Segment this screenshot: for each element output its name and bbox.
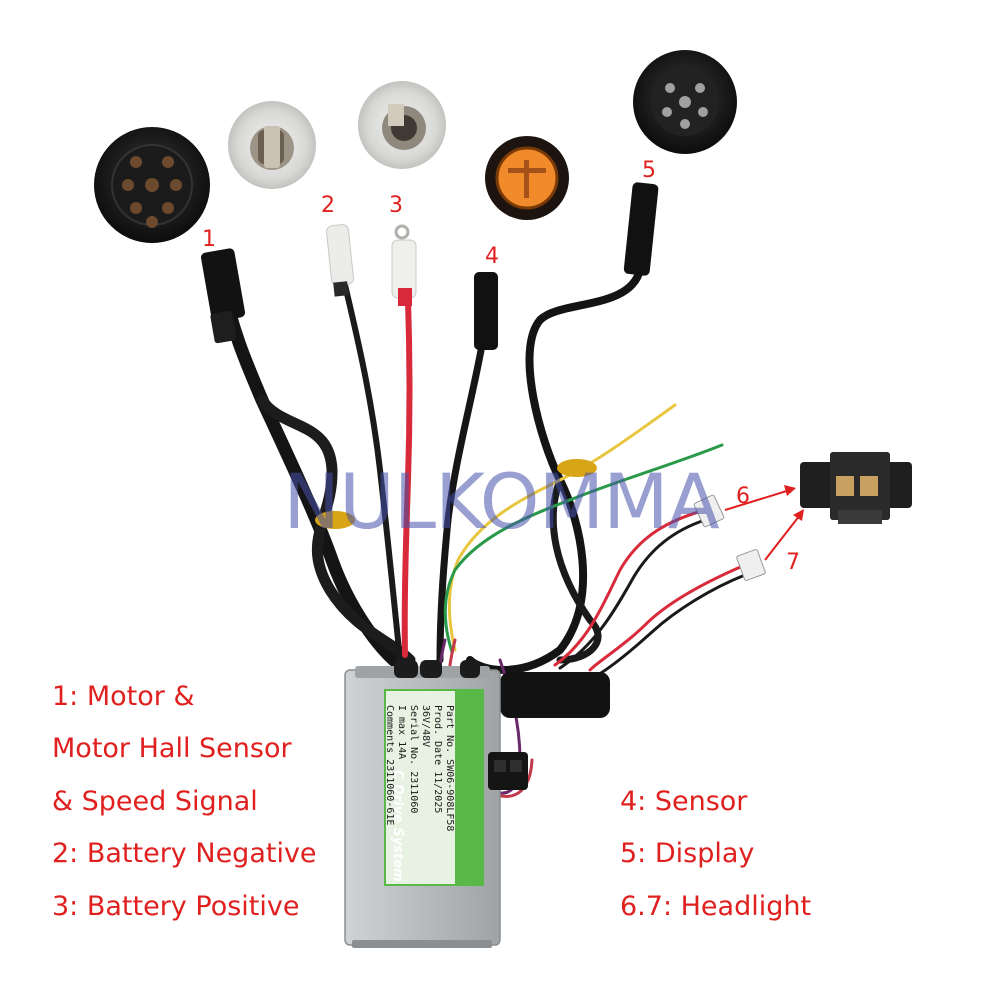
legend-battery-positive: 3: Battery Positive (52, 891, 300, 922)
cables (215, 266, 747, 798)
yellow-wire (447, 403, 677, 652)
callout-2: 2 (321, 193, 335, 218)
controller-box (344, 660, 501, 948)
controller-comments: Comments 2311060-61E (384, 705, 395, 826)
legend-display: 5: Display (620, 838, 755, 869)
sensor-cable (436, 341, 486, 664)
cable-connectors (200, 182, 659, 350)
legend-speed-signal: & Speed Signal (52, 786, 258, 817)
callout-1: 1 (202, 227, 216, 252)
controller-part-number: Part No. SW06-908LF58 (444, 705, 455, 832)
small-plugs (693, 494, 766, 581)
green-wire (443, 443, 724, 654)
inline-module (500, 672, 610, 718)
callout-3: 3 (389, 193, 403, 218)
legend-motor-hall: Motor Hall Sensor (52, 733, 292, 764)
display-connector-face (633, 50, 737, 154)
legend-motor: 1: Motor & (52, 681, 195, 712)
headlight-connector-6 (800, 452, 912, 524)
callout-5: 5 (642, 158, 656, 183)
legend-battery-negative: 2: Battery Negative (52, 838, 317, 869)
controller-prod-date: Prod. Date 11/2025 (432, 705, 443, 814)
battery-negative-wire (342, 282, 403, 663)
controller-serial: Serial No. 2311060 (408, 705, 419, 814)
cable-ties (315, 459, 597, 529)
legend-sensor: 4: Sensor (620, 786, 748, 817)
legend-headlight: 6.7: Headlight (620, 891, 812, 922)
callout-7: 7 (786, 550, 800, 575)
callout-6: 6 (736, 484, 750, 509)
motor-connector-face (94, 127, 210, 243)
controller-imax: I max 14A (396, 705, 407, 760)
battery-positive-terminal-face (358, 81, 446, 169)
headlight-arrows (724, 485, 804, 561)
battery-positive-wire (401, 297, 413, 658)
controller-voltage: 36V/48V (420, 705, 431, 748)
watermark: NULKOMMA (283, 457, 719, 546)
controller-plug (488, 752, 528, 790)
sensor-connector-face (485, 136, 569, 220)
battery-negative-terminal-face (228, 101, 316, 189)
callout-4: 4 (485, 244, 499, 269)
